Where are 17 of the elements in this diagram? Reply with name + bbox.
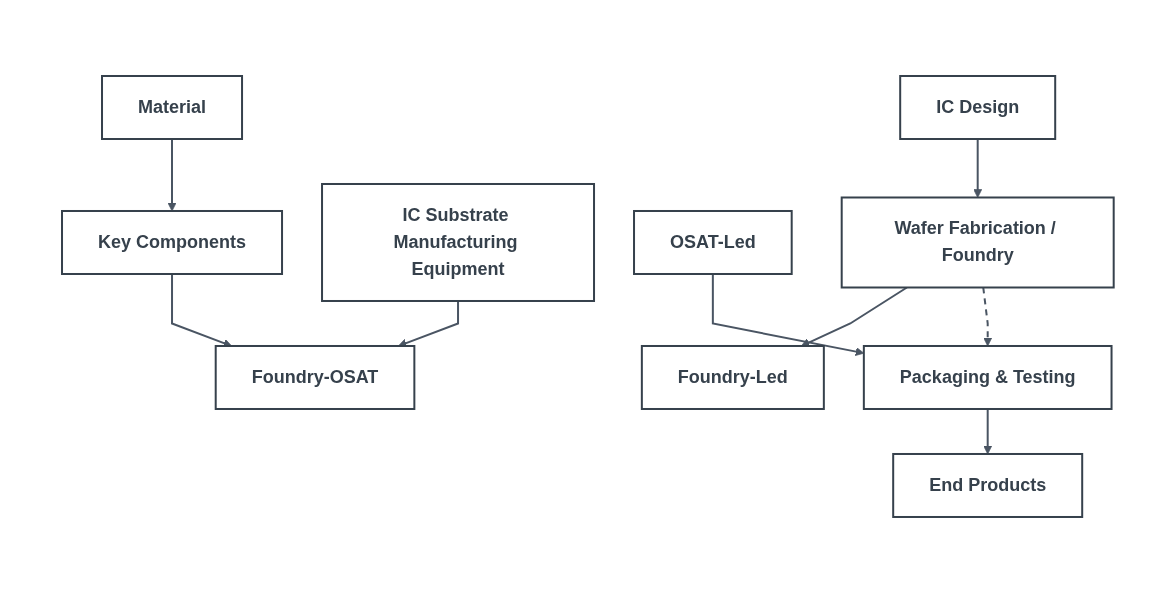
node-box: IC Design (899, 74, 1057, 140)
node-box: End Products (892, 452, 1084, 518)
arrow (982, 286, 993, 346)
arrow (171, 272, 233, 347)
node-box: Foundry-OSAT (214, 344, 416, 410)
node-box: Foundry-Led (641, 344, 825, 410)
node-box: Key Components (61, 209, 284, 275)
arrow (398, 299, 460, 347)
arrow (167, 137, 177, 211)
node-box: IC Substrate Manufacturing Equipment (321, 182, 596, 302)
node-box: Wafer Fabrication / Foundry (840, 196, 1115, 288)
arrow (801, 286, 909, 347)
node-box: Packaging & Testing (863, 344, 1113, 410)
arrow (973, 137, 983, 198)
arrow (983, 407, 993, 454)
node-box: Material (101, 74, 244, 140)
node-box: OSAT-Led (633, 209, 793, 275)
